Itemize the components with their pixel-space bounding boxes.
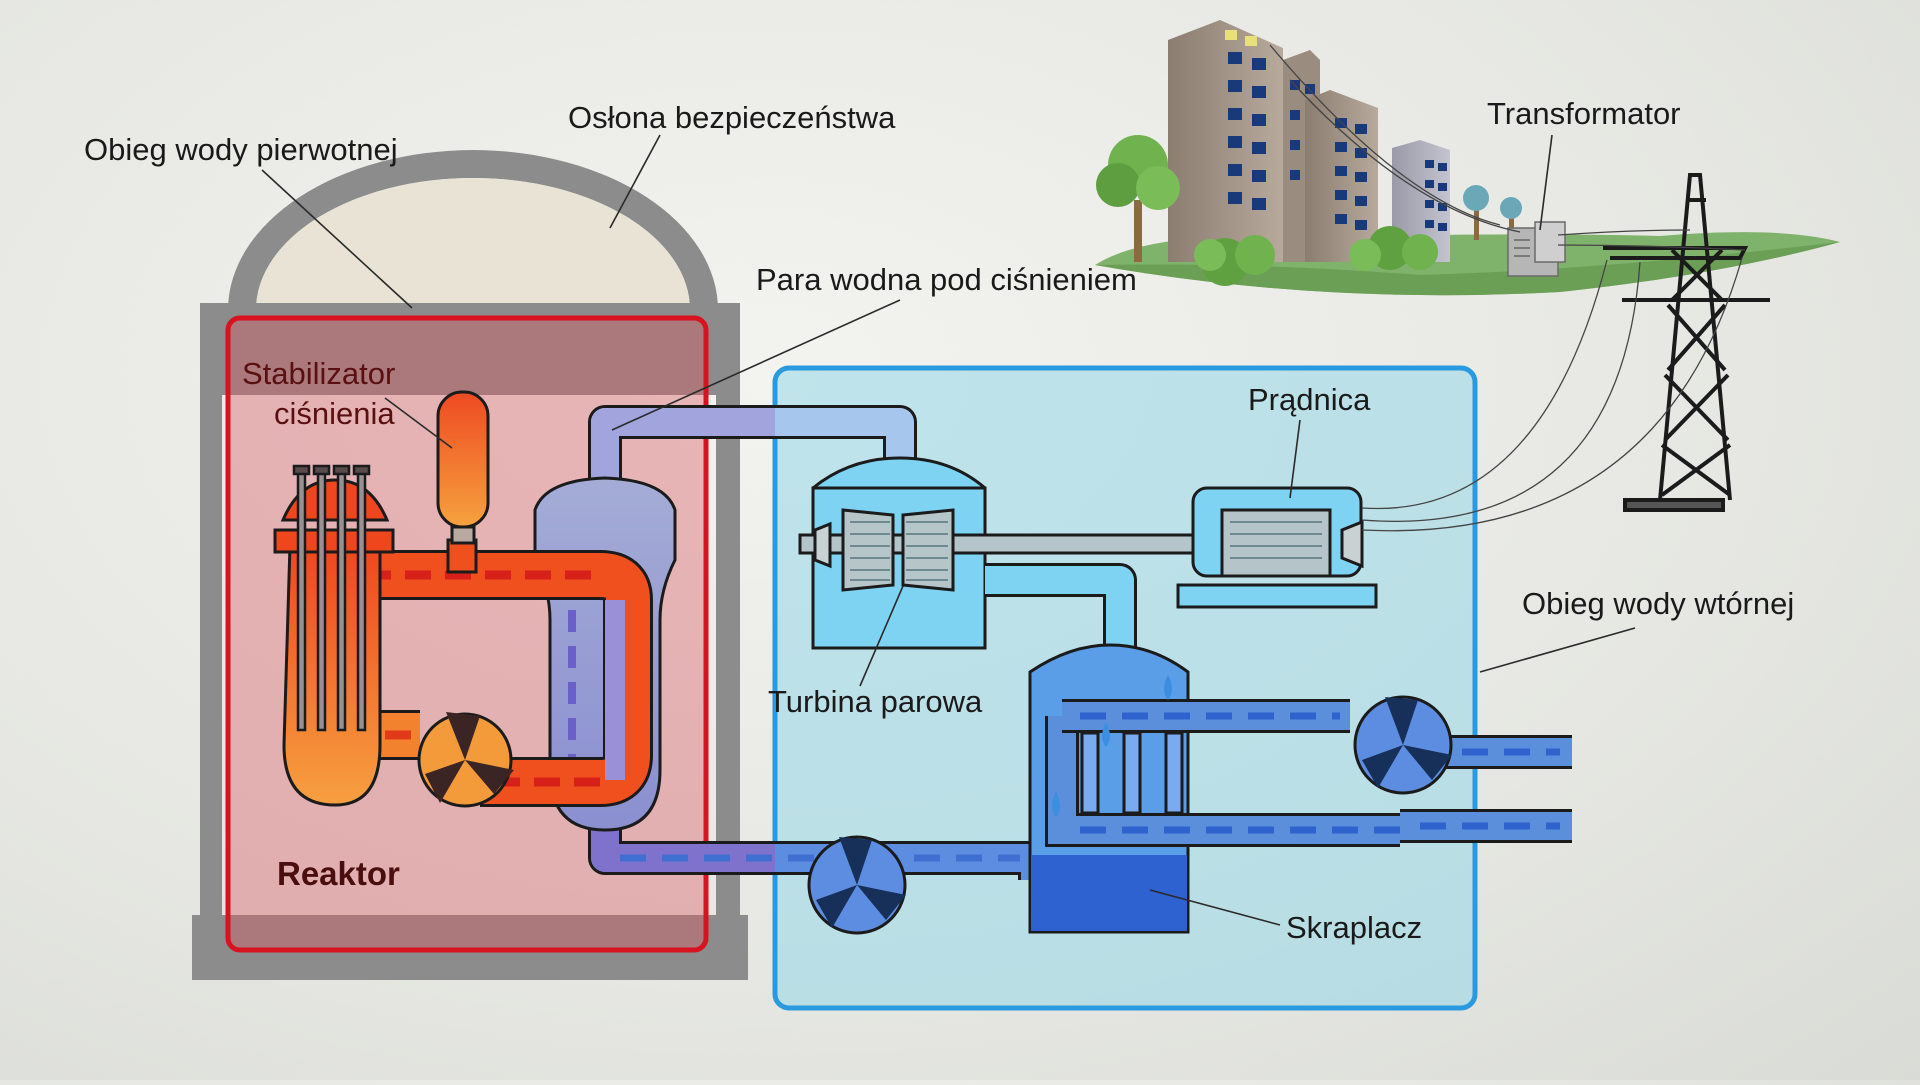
condenser [1028,643,1400,934]
power-lines [1269,44,1746,532]
label-generator: Prądnica [1248,382,1371,417]
city-scene [1095,20,1840,296]
primary-pump [417,712,514,808]
label-secondary-loop: Obieg wody wtórnej [1522,586,1794,621]
leader-lines [261,134,1636,926]
label-condenser: Skraplacz [1286,910,1422,945]
label-containment: Osłona bezpieczeństwa [568,100,896,135]
label-pressurizer-1: Stabilizator [242,356,395,391]
label-pressurizer-2: ciśnienia [274,396,395,431]
cooling-pump [1353,695,1453,795]
label-primary-loop: Obieg wody pierwotnej [84,132,398,167]
exhaust-pipe [985,563,1137,660]
pressurizer [436,390,490,545]
steam-turbine [798,456,1357,650]
label-reactor: Reaktor [277,855,400,892]
label-steam: Para wodna pod ciśnieniem [756,262,1137,297]
generator [1176,486,1378,609]
label-transformer: Transformator [1487,96,1681,131]
steam-pipe [588,405,917,490]
reactor-vessel [273,464,395,807]
control-rods [292,464,371,732]
power-pylon [1603,173,1770,512]
feedwater-pump [807,835,907,935]
label-turbine: Turbina parowa [768,684,983,719]
